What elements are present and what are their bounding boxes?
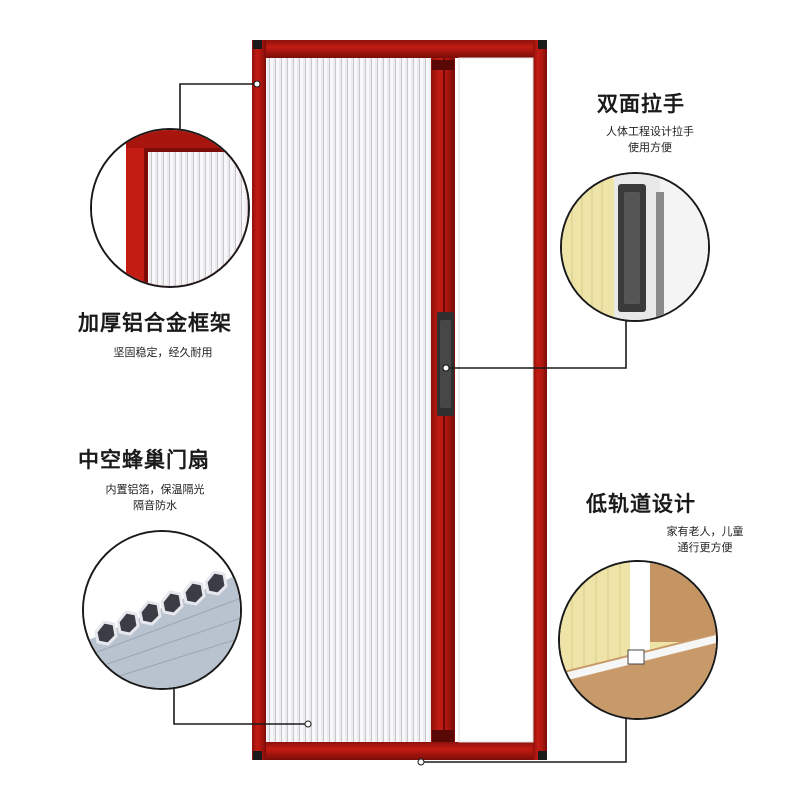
honeycomb-feature-desc: 内置铝箔，保温隔光 隔音防水 bbox=[80, 482, 230, 514]
honeycomb-feature-desc-line-1: 内置铝箔，保温隔光 bbox=[105, 483, 205, 496]
frame-feature-desc: 坚固稳定，经久耐用 bbox=[113, 346, 213, 359]
low-track-icon bbox=[558, 560, 718, 720]
track-feature-desc: 家有老人，儿童 通行更方便 bbox=[640, 524, 770, 556]
open-area bbox=[458, 57, 534, 743]
frame-feature-title: 加厚铝合金框架 bbox=[78, 311, 232, 335]
handle-feature-desc: 人体工程设计拉手 使用方便 bbox=[585, 124, 715, 156]
track-feature-desc-line-2: 通行更方便 bbox=[677, 541, 733, 554]
handle-feature-desc-line-2: 使用方便 bbox=[628, 141, 672, 154]
pleated-mesh bbox=[266, 58, 431, 742]
door-handle-icon bbox=[560, 172, 710, 322]
door-handle bbox=[437, 312, 454, 416]
honeycomb-feature-desc-line-2: 隔音防水 bbox=[133, 499, 177, 512]
handle-feature-title: 双面拉手 bbox=[597, 92, 685, 116]
honeycomb-feature-title: 中空蜂巢门扇 bbox=[78, 448, 210, 472]
track-feature-title: 低轨道设计 bbox=[586, 492, 696, 516]
aluminum-frame-corner-icon bbox=[90, 128, 250, 288]
honeycomb-cell-icon bbox=[82, 530, 242, 690]
handle-feature-desc-line-1: 人体工程设计拉手 bbox=[606, 125, 694, 138]
track-feature-desc-line-1: 家有老人，儿童 bbox=[666, 525, 744, 538]
